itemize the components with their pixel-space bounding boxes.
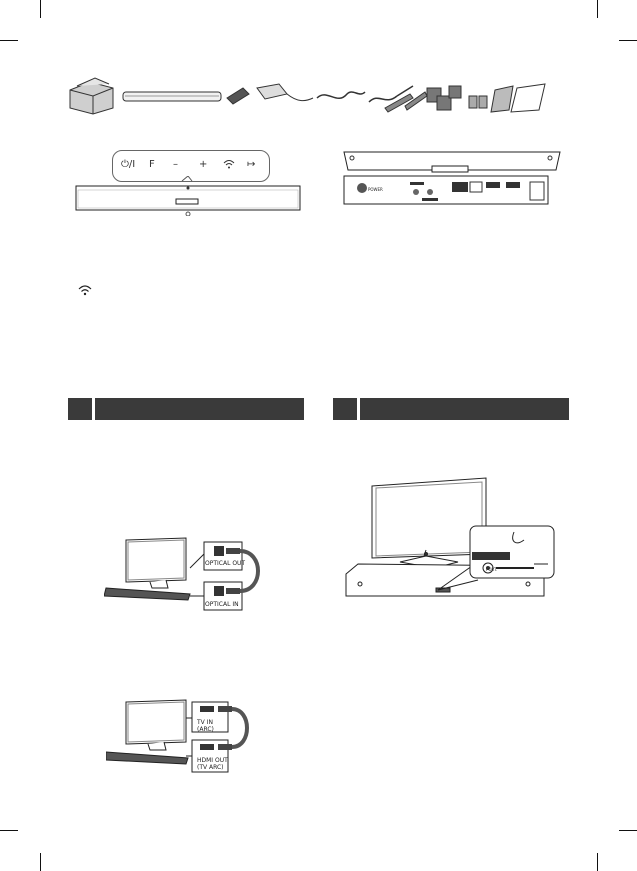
section-number-box [68,398,95,420]
control-panel-callout: ⏻/I F – + ↦ [112,150,270,182]
tv-icon [371,477,487,569]
function-key[interactable]: F [149,159,155,170]
crop-mark [0,40,18,41]
volume-up-key[interactable]: + [199,159,208,170]
guide-sheet-icon [490,85,514,113]
rear-power-label: POWER [368,187,383,192]
tv-icon [125,699,187,751]
power-cord-icon [316,91,366,100]
input-key[interactable]: ↦ [247,159,256,170]
bracket-icon [426,85,462,111]
tv-in-label: TV IN [197,719,213,726]
tv-and-sound-bar-port-illustration [345,477,555,597]
tv-arc-label: (ARC) [197,726,214,733]
sound-bar-front-view [75,176,301,216]
sound-bar-icon [104,587,191,601]
hdmi-out-tv-arc-label: (TV ARC) [197,764,224,771]
section-header-left [68,398,304,420]
section-number-box [333,398,360,420]
hdmi-out-label: HDMI OUT [197,757,228,764]
crop-mark [40,0,41,18]
tv-icon [125,537,187,589]
port-label: PORT. [486,567,498,572]
wifi-icon [78,285,92,296]
hdmi-arc-connection-illustration [106,699,249,773]
cable-ties-icon [384,91,428,113]
power-adapter-icon [256,83,314,102]
sound-bar-icon [106,751,189,765]
crop-mark [597,0,598,18]
sound-bar-rear-view [343,151,561,205]
optical-cable-icon [368,85,414,103]
optical-in-label: OPTICAL IN [205,601,239,608]
crop-mark [619,830,637,831]
power-key[interactable]: ⏻/I [121,159,136,170]
crop-mark [40,853,41,871]
package-contents-illustration [69,77,546,115]
crop-mark [597,853,598,871]
optical-out-label: OPTICAL OUT [205,560,246,567]
volume-down-key[interactable]: – [173,159,178,170]
remote-control-icon [226,87,250,105]
box-icon [69,77,114,115]
manual-icon [510,83,546,113]
wifi-icon[interactable] [223,159,235,169]
section-header-right [333,398,569,420]
sound-bar-icon [122,91,222,102]
crop-mark [0,830,18,831]
crop-mark [619,40,637,41]
screws-icon [468,95,488,109]
optical-connection-illustration [104,537,260,611]
